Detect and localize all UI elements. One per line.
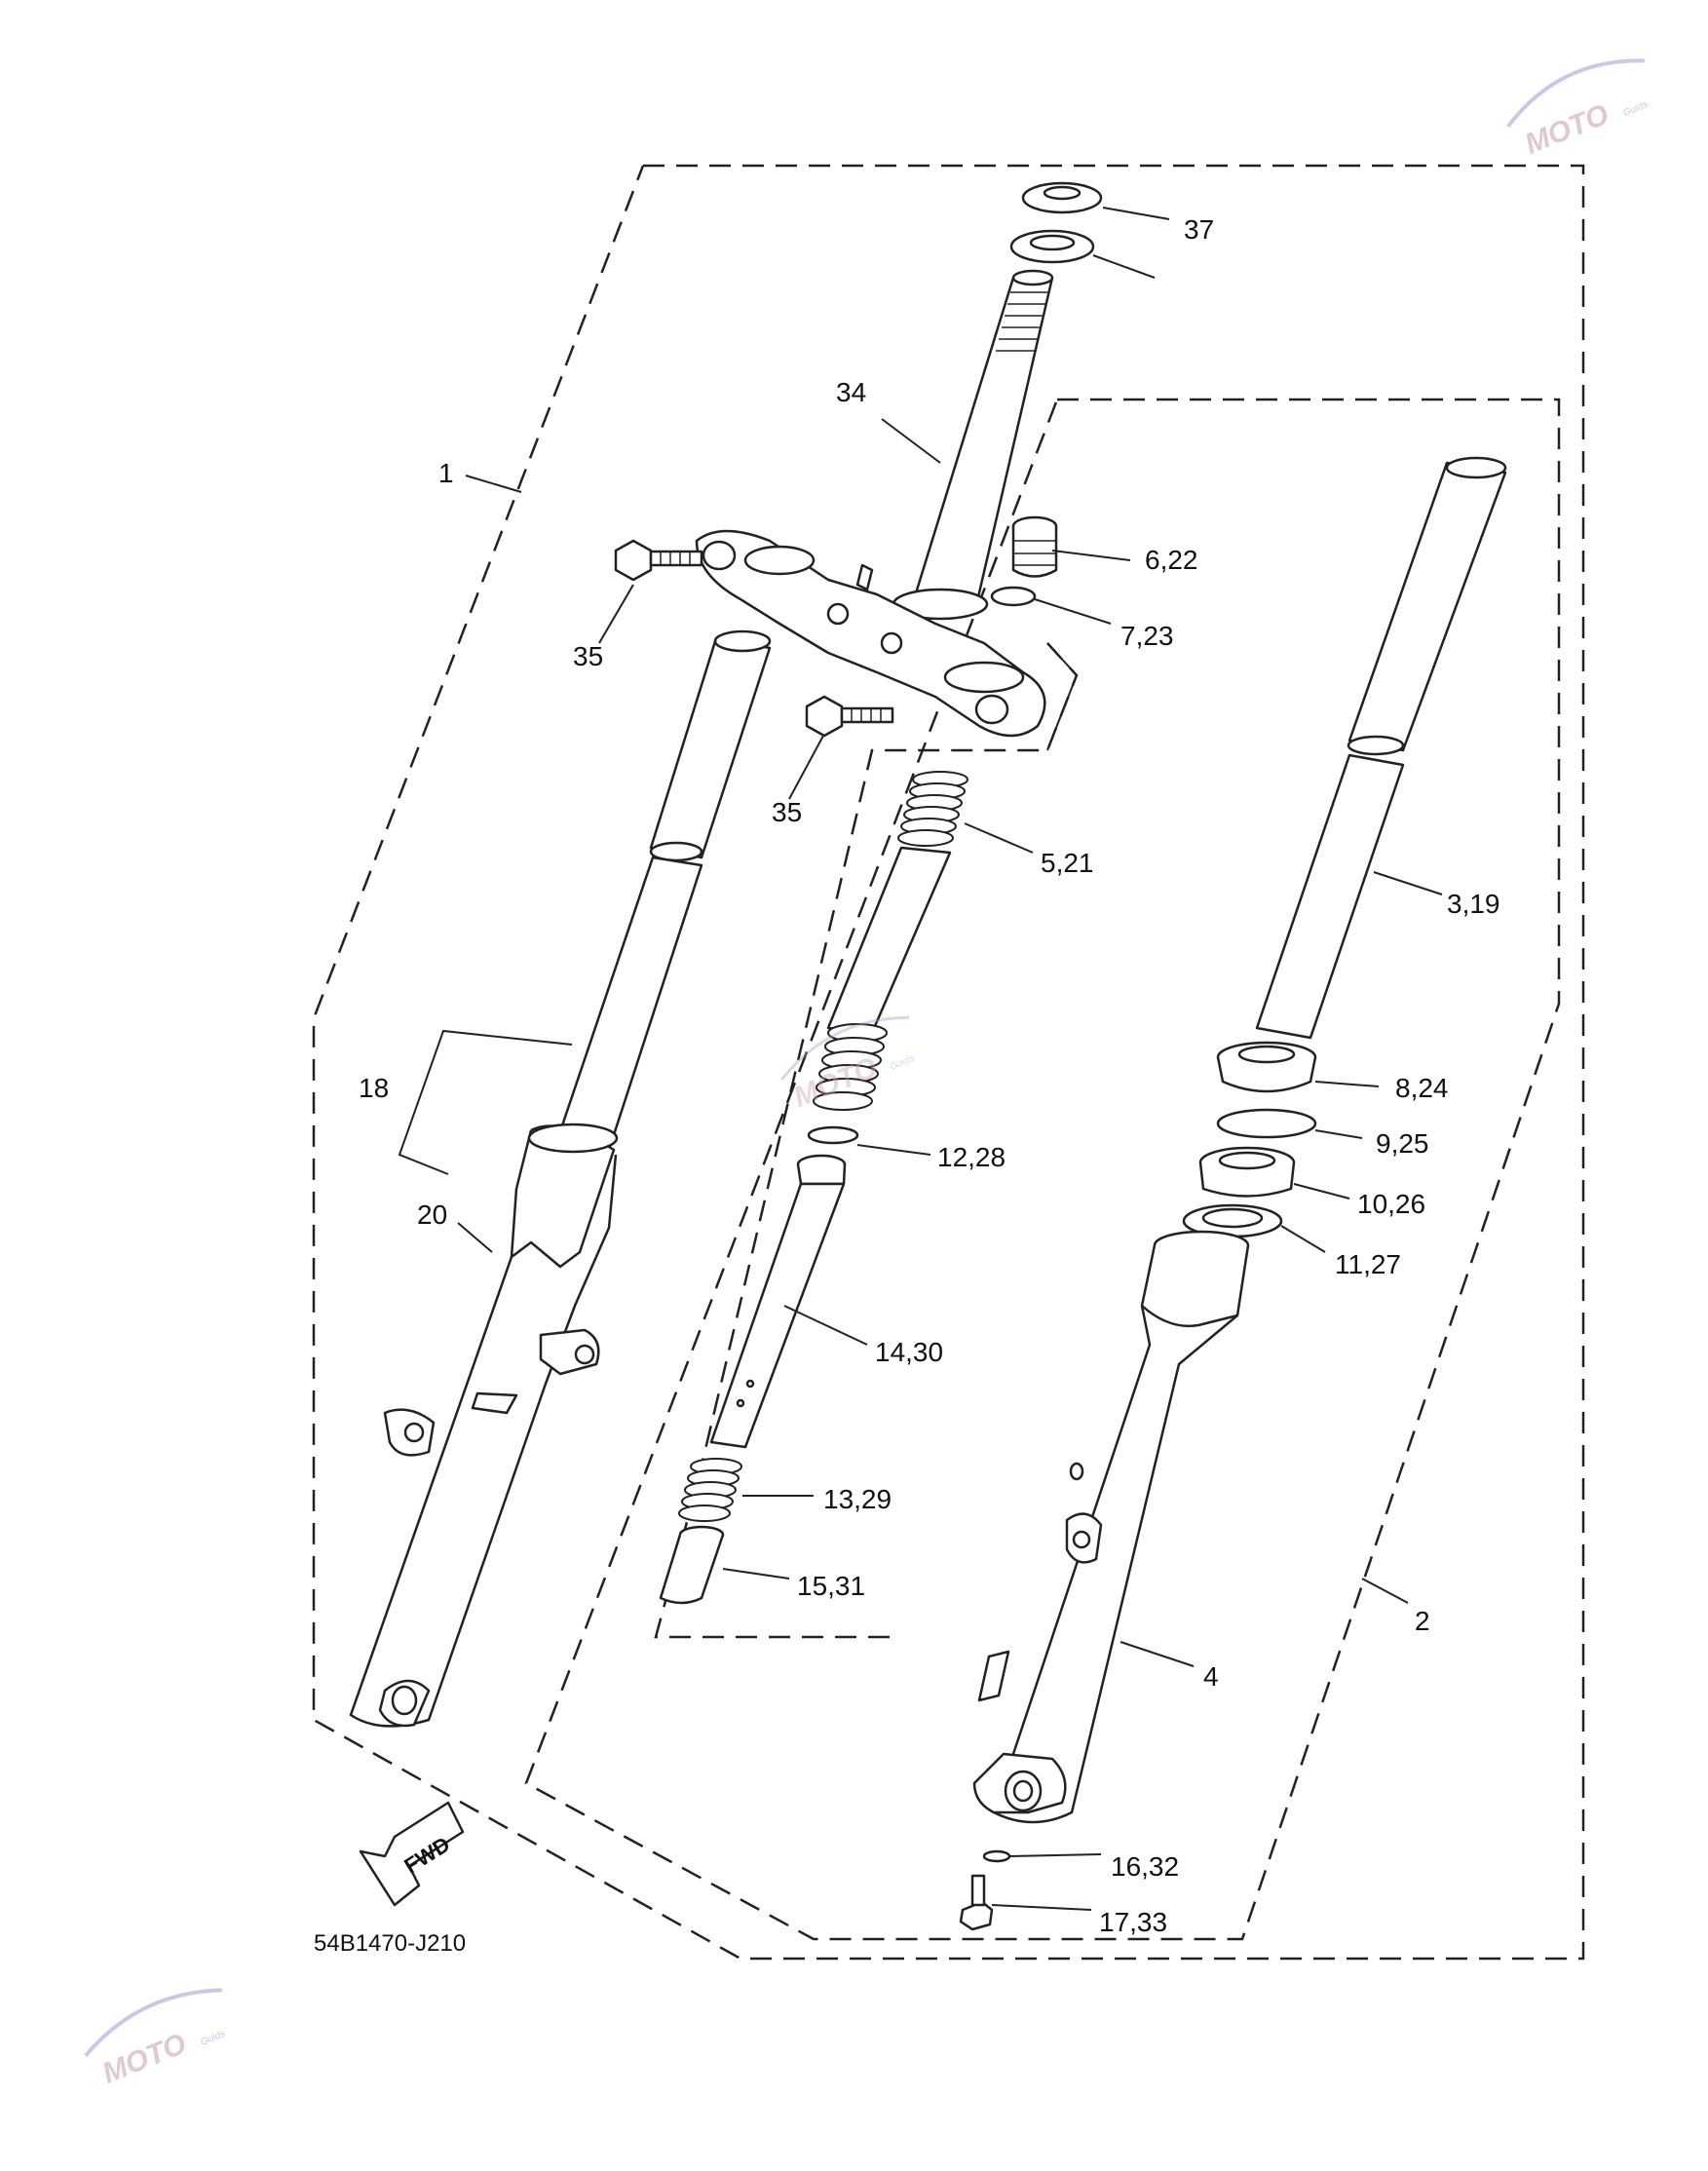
callout-5-21: 5,21	[1041, 848, 1094, 878]
callout-1: 1	[438, 458, 454, 488]
fwd-arrow-icon	[359, 1801, 465, 1907]
outline-assembly-2	[524, 398, 1561, 1941]
part-13-rebound-spring	[678, 1458, 742, 1522]
group-outlines	[312, 164, 1585, 1961]
callout-12-28: 12,28	[937, 1142, 1006, 1172]
watermark-top-right: MOTO Guids	[1506, 58, 1650, 161]
callout-20: 20	[417, 1200, 447, 1230]
watermark-brand-bl: MOTO	[98, 2028, 191, 2090]
part-10-oil-seal	[1198, 1146, 1296, 1198]
part-left-inner-tube	[555, 629, 772, 1152]
outline-assembly-1	[312, 164, 1585, 1961]
callout-labels: 37 34 6,22 7,23 1 35 35 5,21 3,19 8,24 9…	[359, 214, 1500, 1937]
callout-4: 4	[1203, 1661, 1219, 1692]
callout-35-right: 35	[772, 797, 802, 827]
callout-15-31: 15,31	[797, 1571, 865, 1601]
part-3-inner-tube-right	[1255, 456, 1507, 1040]
part-under-bracket	[695, 529, 1046, 738]
callout-13-29: 13,29	[823, 1484, 892, 1514]
drawing-code: 54B1470-J210	[314, 1930, 466, 1957]
leader-lines	[398, 207, 1443, 1911]
part-15-oil-lock-piece	[659, 1525, 725, 1605]
callout-3-19: 3,19	[1447, 889, 1500, 919]
callout-18: 18	[359, 1073, 389, 1103]
callout-17-33: 17,33	[1099, 1907, 1167, 1937]
part-36-ring-nut	[1021, 181, 1103, 214]
callout-11-27: 11,27	[1335, 1249, 1401, 1279]
callout-14-30: 14,30	[875, 1337, 943, 1367]
callout-9-25: 9,25	[1376, 1128, 1429, 1159]
part-37-washer	[1009, 229, 1095, 264]
part-7-o-ring	[990, 586, 1037, 607]
part-35-bolt-upper	[614, 539, 703, 582]
watermark-sub-mid: Guids	[889, 1053, 916, 1073]
callout-2: 2	[1415, 1606, 1430, 1636]
watermark-sub-bl: Guids	[200, 2029, 227, 2048]
callout-10-26: 10,26	[1357, 1189, 1425, 1219]
part-18-outer-tube-left	[349, 1123, 619, 1728]
callout-35-left: 35	[573, 641, 603, 671]
watermark-bottom-left: MOTO Guids	[84, 1988, 227, 2090]
callout-34: 34	[836, 377, 866, 407]
watermark-brand: MOTO	[1521, 98, 1613, 161]
part-16-copper-washer	[982, 1849, 1011, 1863]
part-34-steering-stem	[892, 269, 1054, 621]
part-11-washer	[1182, 1203, 1283, 1238]
watermark-sub: Guids	[1622, 99, 1650, 119]
part-14-damper-rod	[709, 1154, 847, 1449]
part-5-fork-spring	[813, 771, 968, 1111]
part-12-piston-ring	[807, 1125, 859, 1145]
callout-7-23: 7,23	[1120, 621, 1174, 651]
parts	[349, 181, 1507, 1931]
callout-36: 37	[1184, 214, 1214, 245]
part-4-outer-tube-right	[972, 1230, 1250, 1824]
part-35-bolt-lower	[805, 695, 894, 738]
part-17-drain-bolt	[959, 1874, 994, 1931]
callout-16-32: 16,32	[1111, 1851, 1179, 1882]
callout-8-24: 8,24	[1395, 1073, 1449, 1103]
part-9-retaining-clip	[1216, 1108, 1317, 1139]
part-8-dust-seal	[1216, 1041, 1317, 1093]
part-6-cap-bolt	[1011, 515, 1058, 578]
callout-6-22: 6,22	[1145, 545, 1198, 575]
